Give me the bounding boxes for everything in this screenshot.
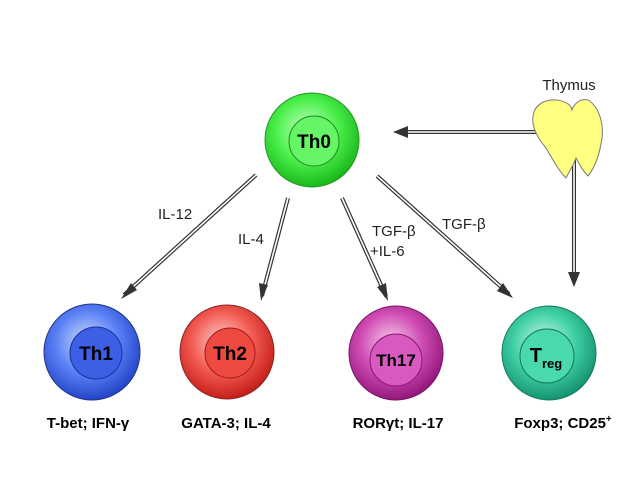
cell-th1-nucleus [69,326,123,380]
cell-treg-nucleus [519,328,575,384]
cell-treg-label: Treg [530,345,563,371]
edge-label-tgfb-il6-line1: TGF-β [372,223,416,240]
edge-label-il12: IL-12 [158,206,192,223]
arrow-thymus-to-treg [568,160,580,287]
thymus-label: Thymus [542,77,595,94]
edge-label-il4: IL-4 [238,231,264,248]
thymus: Thymus [532,77,603,179]
cell-th17-nucleus [369,333,423,387]
cell-th17-label: Th17 [376,351,416,370]
arrow-th0-to-th2 [259,197,290,301]
thymus-icon [532,99,603,179]
cell-th1-label: Th1 [79,344,113,365]
cell-th0-label: Th0 [297,132,331,153]
arrow-th0-to-treg [375,174,513,298]
cell-th0: Th0 [264,92,360,188]
cell-treg: Treg Foxp3; CD25+ [501,305,612,432]
edge-label-tgfb: TGF-β [442,216,486,233]
cell-th0-nucleus [288,115,340,167]
cell-th17-markers: RORγt; IL-17 [353,415,444,432]
cell-th1: Th1 T-bet; IFN-γ [43,303,141,432]
cell-th17: Th17 RORγt; IL-17 [348,305,444,432]
arrow-thymus-to-th0 [393,126,545,138]
arrow-th0-to-th1 [121,173,258,299]
cell-th1-markers: T-bet; IFN-γ [47,415,130,432]
cell-th2-label: Th2 [213,344,247,365]
cell-th2: Th2 GATA-3; IL-4 [179,304,275,432]
cell-treg-markers: Foxp3; CD25+ [514,414,612,432]
edge-label-tgfb-il6-line2: +IL-6 [370,243,405,260]
arrow-th0-to-th17 [340,197,388,301]
cell-th2-nucleus [204,327,256,379]
cell-th2-markers: GATA-3; IL-4 [181,415,271,432]
